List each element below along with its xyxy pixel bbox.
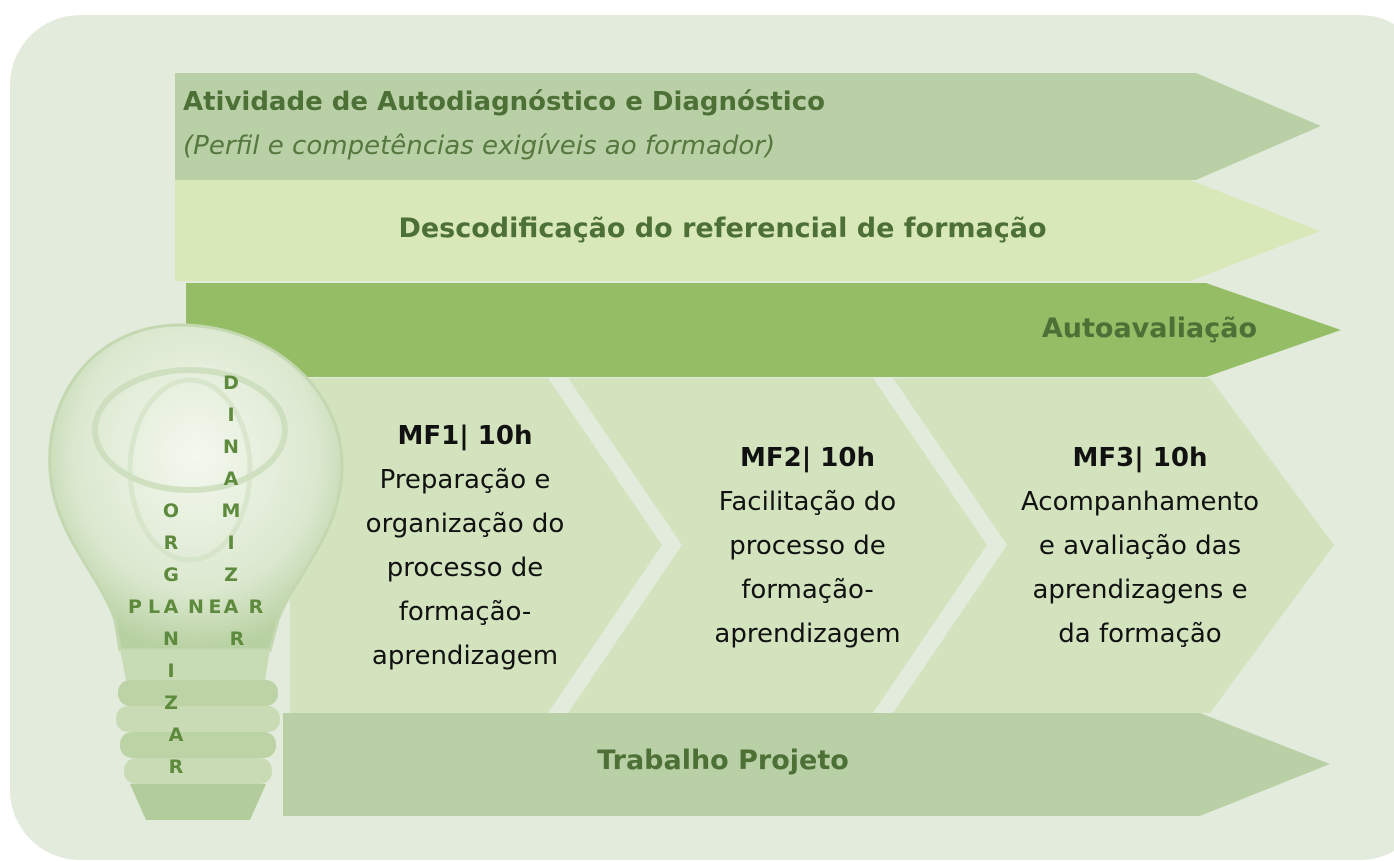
module-mf3: MF3| 10h Acompanhamento e avaliação das … — [990, 436, 1290, 656]
planear-letter: R — [248, 596, 264, 618]
dinamizar-letter: A — [223, 468, 239, 490]
module-mf2-line: formação- — [741, 575, 874, 605]
dinamizar-letter: I — [227, 404, 235, 426]
dinamizar-letter: M — [221, 500, 241, 522]
band-descodificacao-arrow — [175, 180, 1320, 281]
planear-letter: P — [128, 596, 142, 618]
band-trabalho-projeto-label: Trabalho Projeto — [597, 745, 849, 776]
modules-row: MF1| 10h Preparação e organização do pro… — [0, 378, 1394, 713]
band-autoavaliacao-label: Autoavaliação — [1041, 313, 1257, 344]
organizar-letter: R — [163, 532, 179, 554]
band-autoavaliacao-arrow — [186, 283, 1341, 377]
organizar-letter: N — [163, 628, 179, 650]
dinamizar-letter: I — [227, 532, 235, 554]
band-trabalho-projeto-arrow — [283, 713, 1330, 816]
modules-chevrons — [290, 378, 1334, 713]
module-mf1-line: formação- — [398, 597, 532, 627]
module-mf2-line: processo de — [729, 531, 886, 561]
organizar-letter: G — [163, 564, 179, 586]
module-mf1-line: organização do — [365, 509, 565, 539]
module-mf3-line: aprendizagens e — [1032, 575, 1248, 605]
dinamizar-letter: A — [223, 596, 239, 618]
band-descodificacao: Descodificação do referencial de formaçã… — [175, 180, 1320, 281]
band-autodiagnostico-subtitle: (Perfil e competências exigíveis ao form… — [183, 131, 776, 161]
lightbulb-illustration: O R G A N I Z A R D I N A M I Z A R P L … — [40, 320, 355, 825]
planear-letter: N — [188, 596, 204, 618]
module-mf2-title: MF2| 10h — [740, 443, 875, 473]
organizar-letter: I — [167, 660, 175, 682]
dinamizar-letter: Z — [224, 564, 238, 586]
dinamizar-letter: D — [223, 372, 239, 394]
band-autodiagnostico-arrow — [175, 73, 1321, 180]
module-mf3-line: Acompanhamento — [1020, 487, 1260, 517]
dinamizar-letter: R — [229, 628, 245, 650]
module-mf3-title: MF3| 10h — [1072, 443, 1208, 473]
planear-letter: L — [147, 596, 161, 618]
organizar-letter: Z — [164, 692, 178, 714]
organizar-letter: R — [168, 756, 184, 778]
band-trabalho-projeto: Trabalho Projeto — [283, 713, 1330, 816]
module-mf1-title: MF1| 10h — [397, 421, 533, 451]
module-mf1: MF1| 10h Preparação e organização do pro… — [340, 414, 590, 678]
module-mf1-line: Preparação e — [379, 465, 551, 495]
band-autodiagnostico: Atividade de Autodiagnóstico e Diagnósti… — [175, 73, 1321, 180]
organizar-letter: A — [163, 596, 179, 618]
module-mf2-line: Facilitação do — [718, 487, 897, 517]
band-autodiagnostico-title: Atividade de Autodiagnóstico e Diagnósti… — [183, 87, 825, 117]
band-descodificacao-label: Descodificação do referencial de formaçã… — [398, 213, 1047, 244]
lightbulb-icon — [48, 323, 344, 820]
module-mf1-line: processo de — [386, 553, 544, 583]
dinamizar-letter: N — [223, 436, 239, 458]
organizar-letter: O — [162, 500, 180, 522]
planear-letter: E — [208, 596, 222, 618]
module-mf2-line: aprendizagem — [714, 619, 901, 649]
band-autoavaliacao: Autoavaliação — [186, 283, 1341, 377]
module-mf2: MF2| 10h Facilitação do processo de form… — [685, 436, 930, 656]
module-mf3-line: e avaliação das — [1038, 531, 1242, 561]
module-mf3-line: da formação — [1058, 619, 1222, 649]
module-mf1-line: aprendizagem — [371, 641, 559, 671]
organizar-letter: A — [168, 724, 184, 746]
